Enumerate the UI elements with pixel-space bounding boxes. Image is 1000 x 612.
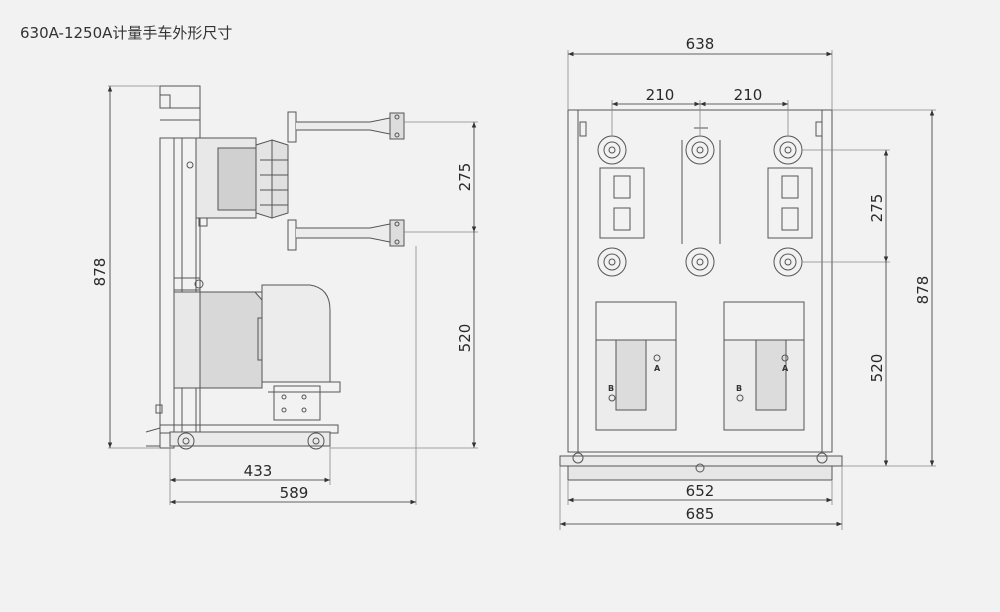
front-view (559, 109, 843, 481)
dim-side-depth-589: 589 (280, 484, 309, 502)
dim-front-pitch-left-210: 210 (646, 86, 675, 104)
dim-front-height-878: 878 (914, 276, 932, 305)
lower-housings (595, 301, 805, 431)
dim-side-contact-spacing-275: 275 (456, 163, 474, 192)
dim-side-depth-433: 433 (244, 462, 273, 480)
diagram-title: 630A-1250A计量手车外形尺寸 (20, 24, 233, 42)
dim-front-base-685: 685 (686, 505, 715, 523)
label-a-left: A (654, 364, 661, 373)
dim-side-lower-contact-520: 520 (456, 324, 474, 353)
dim-side-height-878: 878 (91, 258, 109, 287)
side-view-dimensions (107, 85, 478, 505)
contacts-bottom-row (597, 247, 803, 277)
contact-arms (599, 127, 813, 244)
dim-front-width-638: 638 (686, 35, 715, 53)
side-view (145, 85, 405, 450)
contacts-top-row (597, 135, 803, 165)
dim-front-contact-spacing-275: 275 (868, 194, 886, 223)
label-b-right: B (736, 384, 742, 393)
dim-front-lower-contact-520: 520 (868, 354, 886, 383)
dim-front-chassis-652: 652 (686, 482, 715, 500)
dim-front-pitch-right-210: 210 (734, 86, 763, 104)
label-a-right: A (782, 364, 789, 373)
front-view-dimensions (559, 50, 936, 530)
label-b-left: B (608, 384, 614, 393)
